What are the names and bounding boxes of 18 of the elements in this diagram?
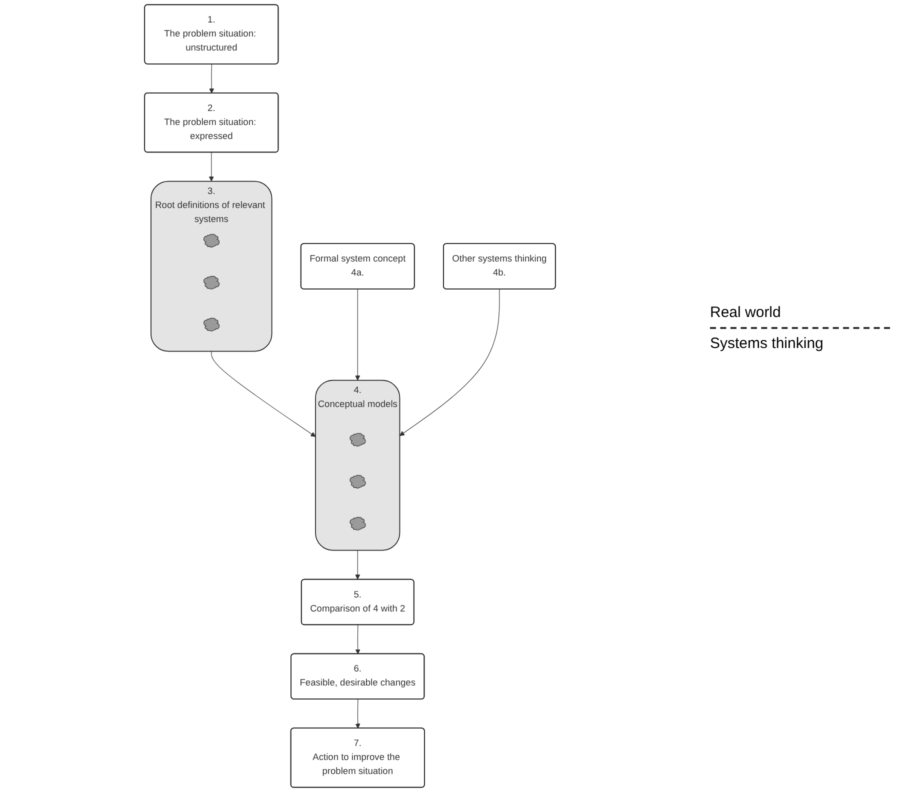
- cluster: 3. Root definitions of relevant systems: [150, 180, 272, 352]
- arrow: [400, 288, 500, 436]
- region-label: Real world: [710, 303, 782, 323]
- node-cloud: [203, 234, 220, 248]
- arrow: [208, 152, 214, 182]
- arrow: [355, 699, 360, 729]
- node-cloud: [203, 318, 220, 332]
- arrow: [209, 64, 214, 94]
- arrow: [355, 550, 360, 580]
- node-cloud: [203, 276, 220, 290]
- node-cloud: [350, 433, 366, 446]
- arrow: [211, 350, 316, 437]
- region-label: Systems thinking: [710, 334, 824, 354]
- arrow: [355, 288, 360, 381]
- node-cloud: [350, 474, 366, 488]
- cluster: 4. Conceptual models: [315, 380, 400, 551]
- node-cloud: [350, 516, 366, 530]
- arrow: [355, 624, 360, 654]
